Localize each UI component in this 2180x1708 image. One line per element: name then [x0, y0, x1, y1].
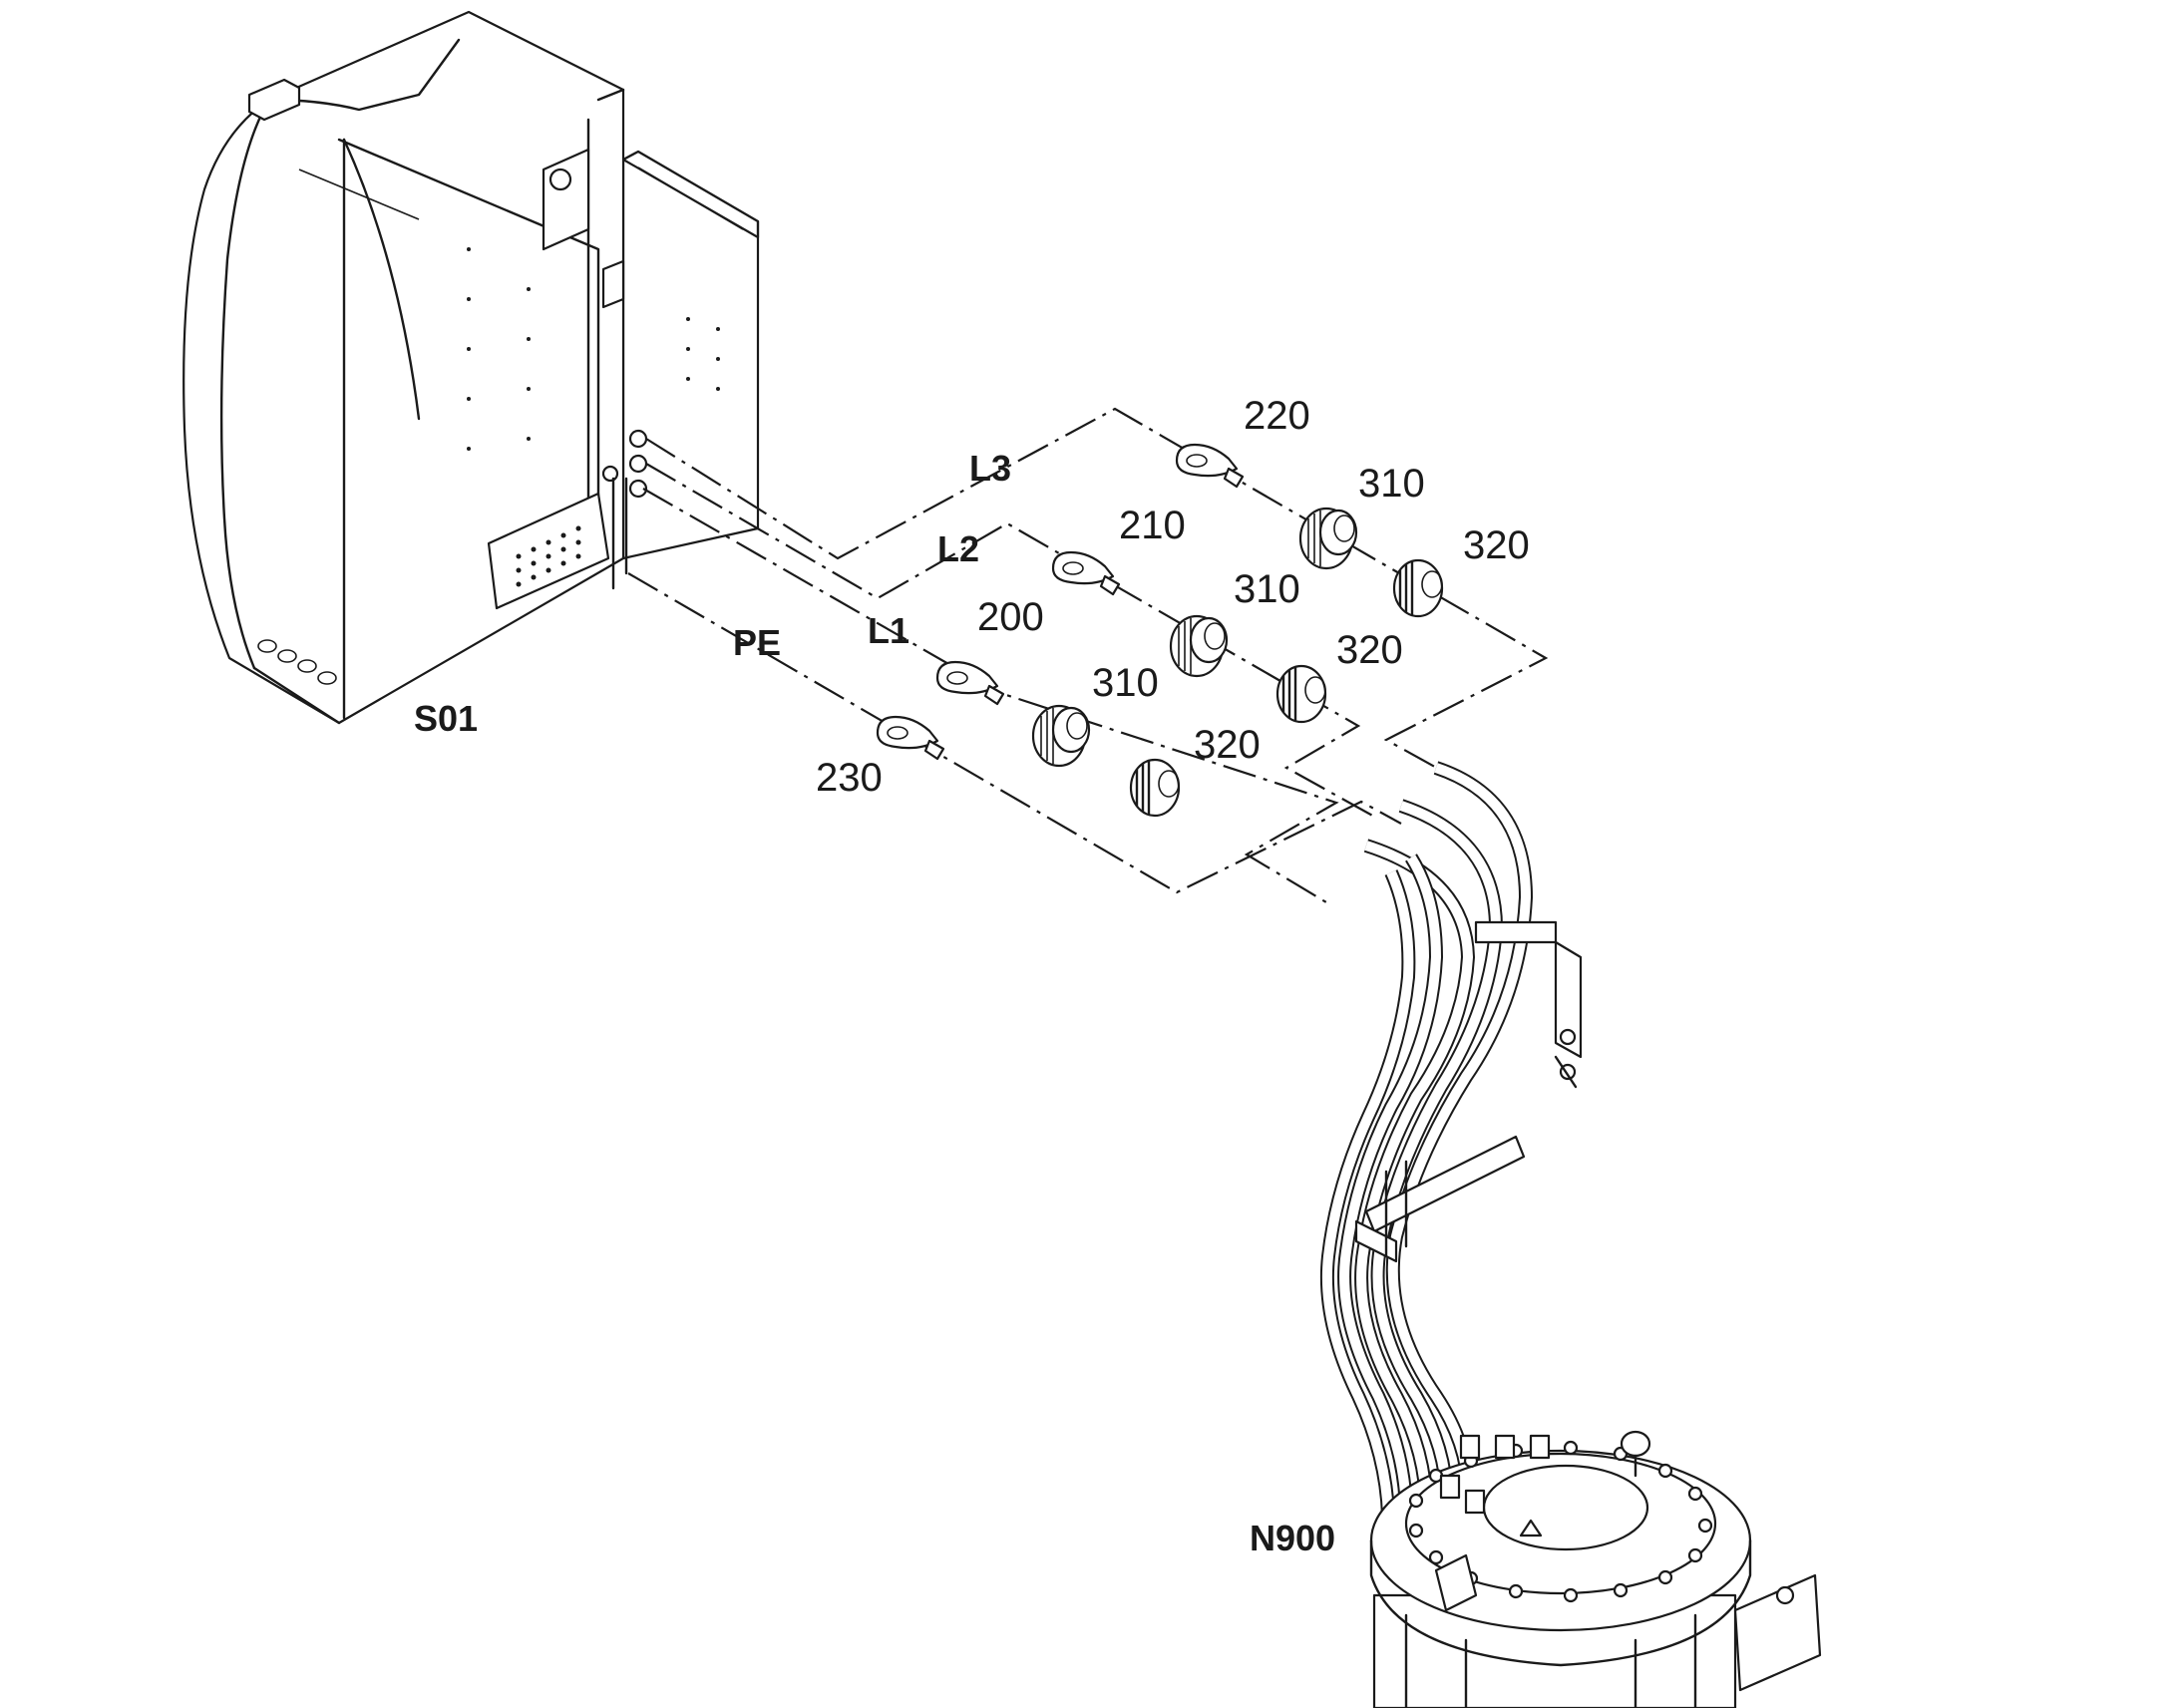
label-l2: L2: [937, 528, 979, 569]
gland-nut-320-l3: [1392, 558, 1444, 618]
gland-nut-320-l2: [1275, 664, 1327, 724]
cable-lug-230: [876, 715, 945, 761]
cable-bundle: [1319, 761, 1583, 1518]
label-220: 220: [1244, 394, 1310, 438]
cable-gland-310-l1: [1031, 704, 1091, 768]
cable-gland-310-l3: [1298, 507, 1358, 570]
label-l3: L3: [969, 448, 1011, 489]
label-320-l1: 320: [1194, 723, 1261, 767]
label-320-l2: 320: [1336, 628, 1403, 672]
cabinet-s01: [182, 10, 760, 725]
label-l1: L1: [868, 610, 909, 651]
label-n900: N900: [1250, 1518, 1335, 1558]
label-310-l2: 310: [1234, 567, 1300, 611]
connection-chain-lines: [627, 407, 1549, 903]
label-310-l3: 310: [1358, 462, 1425, 506]
label-210: 210: [1119, 504, 1186, 547]
cable-lug-210: [1051, 550, 1121, 596]
label-200: 200: [977, 595, 1044, 639]
label-pe: PE: [733, 622, 781, 663]
cable-gland-310-l2: [1169, 614, 1229, 678]
tank-n900: [1369, 1430, 1822, 1708]
label-320-l3: 320: [1463, 523, 1530, 567]
cable-lug-200: [935, 660, 1005, 706]
cable-lug-220: [1175, 443, 1245, 489]
part-labels: S01 N900 PE L1 L2 L3 200 210 220 230 310…: [414, 394, 1530, 1558]
label-310-l1: 310: [1092, 661, 1159, 705]
label-230: 230: [816, 756, 883, 800]
label-s01: S01: [414, 698, 478, 739]
gland-nut-320-l1: [1129, 758, 1181, 818]
